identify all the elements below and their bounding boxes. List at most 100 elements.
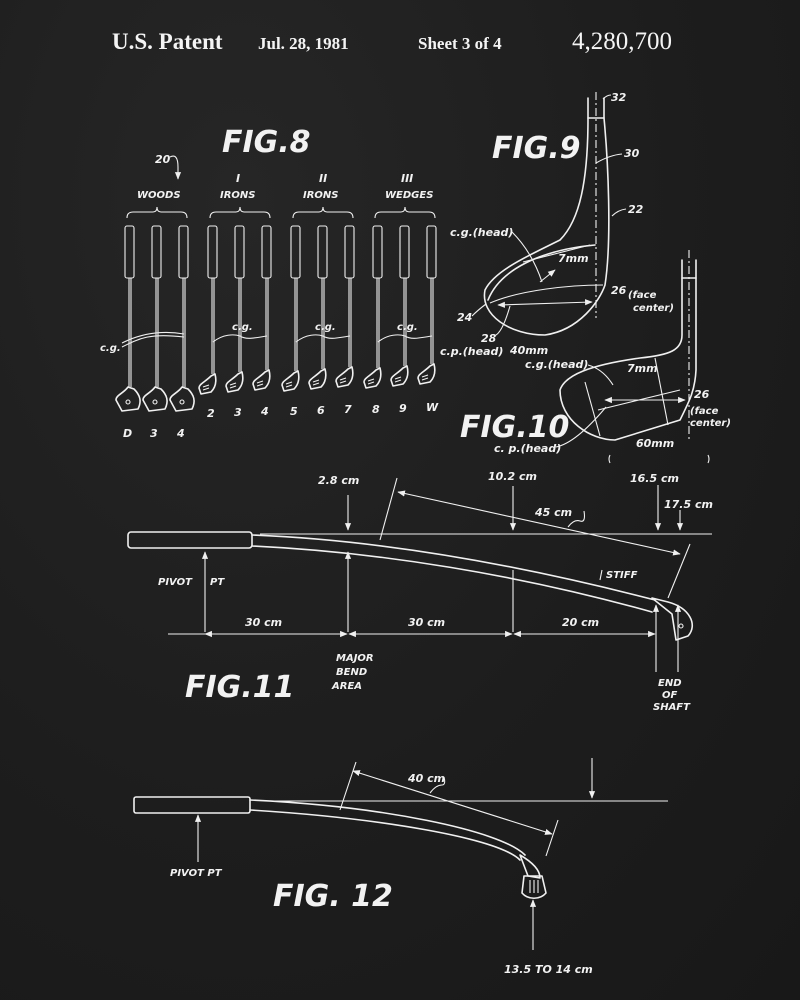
leader	[511, 231, 543, 283]
fig9-title: FIG.9	[492, 131, 581, 166]
dim-2-8-label: 2.8 cm	[318, 474, 359, 487]
cg-label: c.g.	[232, 322, 253, 333]
ref-32: 32	[611, 91, 627, 104]
head-dot	[125, 399, 131, 405]
stiff-tick	[599, 569, 603, 581]
cg-line	[212, 334, 268, 343]
club-number: 4	[260, 405, 269, 418]
groove	[394, 379, 402, 383]
major-label: MAJOR	[336, 653, 374, 664]
groove	[285, 384, 293, 388]
end-label: END	[658, 678, 682, 689]
leader	[602, 94, 612, 100]
cg-line	[121, 331, 185, 344]
cg-line	[522, 244, 591, 263]
club-head	[521, 875, 547, 900]
face-label-1: (face	[628, 290, 657, 301]
groove-2	[654, 357, 669, 426]
dim-17-5-label: 17.5 cm	[664, 498, 713, 511]
groove	[256, 380, 264, 384]
club: 3	[225, 225, 245, 419]
head-dot	[152, 399, 158, 405]
club-number: 4	[176, 427, 185, 440]
group-label: WEDGES	[385, 190, 433, 201]
bracket	[608, 454, 710, 464]
groove	[229, 385, 237, 389]
group-label: WOODS	[137, 190, 181, 201]
wood-head	[115, 386, 141, 412]
club-grip	[261, 225, 272, 279]
ref-26: 26	[694, 388, 710, 401]
grip	[133, 796, 251, 814]
wood-crown	[487, 244, 596, 301]
leader	[555, 406, 607, 448]
ref-30: 30	[624, 147, 640, 160]
leader	[595, 153, 623, 164]
fig12-title: FIG. 12	[273, 879, 393, 914]
wood-sole	[489, 284, 604, 304]
dim-10-2-label: 10.2 cm	[488, 470, 537, 483]
club-grip	[317, 225, 328, 279]
ext-line	[545, 819, 559, 857]
fig8-ref: 20	[155, 153, 171, 166]
area-label: AREA	[331, 681, 362, 692]
group-numeral: III	[401, 172, 413, 185]
shaft-top	[251, 534, 656, 601]
hosel	[519, 854, 541, 879]
club: 4	[252, 225, 272, 418]
groove	[421, 377, 429, 381]
leader	[429, 776, 446, 794]
wood-head	[142, 386, 168, 412]
club: 7	[335, 225, 355, 416]
dim-40mm	[497, 299, 593, 308]
groove	[229, 382, 237, 386]
dim-45cm	[397, 490, 681, 556]
club: W	[417, 225, 439, 414]
groove	[339, 380, 347, 384]
iron-head	[281, 370, 300, 392]
ref-arrow	[169, 155, 182, 180]
head-dim-label: 13.5 TO 14 cm	[504, 963, 593, 976]
club-number: 9	[399, 402, 407, 415]
dim-20cm-label: 20 cm	[562, 616, 599, 629]
fig10-title: FIG.10	[460, 410, 569, 445]
club-grip	[290, 225, 301, 279]
club: 8	[363, 225, 383, 416]
club: 2	[198, 225, 218, 420]
pivot-label: PIVOT PT	[170, 868, 223, 879]
head-dot	[678, 623, 684, 629]
groove	[202, 387, 210, 391]
face-label-1: (face	[690, 406, 719, 417]
stiff-label: STIFF	[606, 570, 638, 581]
sheet-number: Sheet 3 of 4	[418, 34, 502, 53]
fig11-title: FIG.11	[185, 670, 294, 705]
leader	[611, 208, 627, 217]
groove	[285, 381, 293, 385]
dim-7mm	[539, 269, 556, 283]
groove	[339, 377, 347, 381]
patent-title: U.S. Patent	[112, 29, 223, 54]
shaft-bottom	[251, 545, 653, 613]
groove	[256, 383, 264, 387]
leader	[587, 364, 614, 386]
club-number: 3	[150, 427, 158, 440]
group-numeral: II	[319, 172, 327, 185]
groove-1	[584, 381, 601, 437]
ref-22: 22	[628, 203, 644, 216]
dim-7mm-label: 7mm	[558, 252, 589, 265]
dim-30cm-1-label: 30 cm	[245, 616, 282, 629]
group-label: IRONS	[303, 190, 339, 201]
iron-head	[252, 369, 271, 391]
groove	[421, 374, 429, 378]
dim-40cm-label: 40 cm	[407, 772, 445, 785]
iron-head	[198, 373, 217, 395]
iron-head	[390, 365, 409, 387]
club-grip	[372, 225, 383, 279]
cg-label: c.g.	[100, 343, 121, 354]
fig11: 2.8 cm 10.2 cm 16.5 cm 17.5 cm 45 cm STI…	[127, 470, 713, 713]
club-number: 5	[290, 405, 298, 418]
